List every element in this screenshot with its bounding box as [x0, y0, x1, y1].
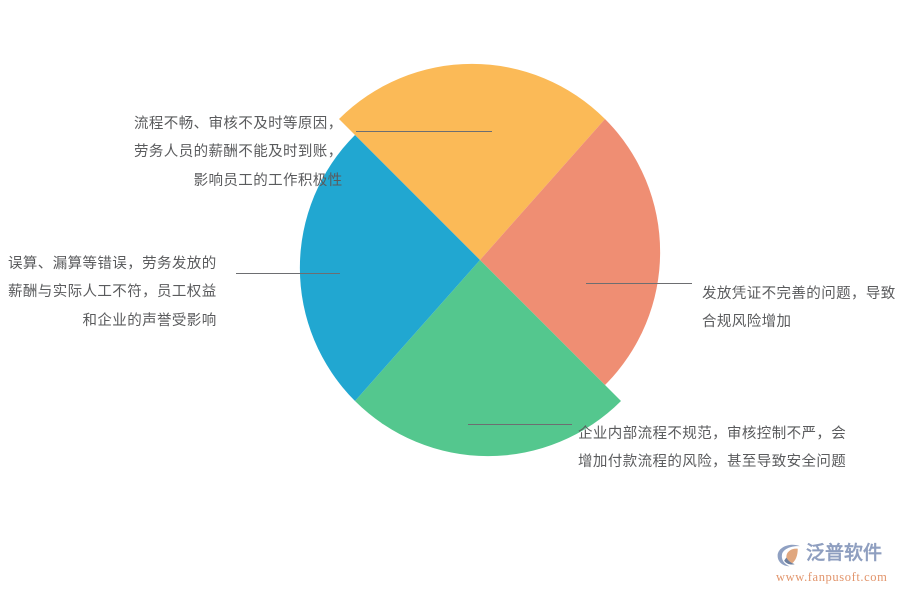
callout-bottom-right: 企业内部流程不规范，审核控制不严，会 增加付款流程的风险，甚至导致安全问题 — [578, 420, 846, 477]
callout-mid-right-line-2: 合规风险增加 — [702, 314, 792, 331]
fanpu-swoosh-icon — [777, 544, 800, 566]
callout-mid-left-line-1: 误算、漏算等错误，劳务发放的 — [8, 256, 217, 272]
pinwheel-blade-orange — [339, 63, 605, 260]
logo-url: www.fanpusoft.com — [776, 569, 888, 584]
callout-top-left-line-2: 劳务人员的薪酬不能及时到账， — [134, 144, 343, 161]
leader-line-bottom-right — [468, 424, 572, 425]
callout-mid-right-line-1: 发放凭证不完善的问题，导致 — [702, 286, 896, 302]
leader-line-mid-right — [586, 283, 692, 284]
callout-top-left-line-1: 流程不畅、审核不及时等原因， — [134, 116, 343, 132]
callout-mid-left-line-3: 和企业的声誉受影响 — [82, 312, 217, 329]
callout-mid-left: 误算、漏算等错误，劳务发放的 薪酬与实际人工不符，员工权益 和企业的声誉受影响 — [8, 250, 217, 335]
company-logo[interactable]: 泛普软件 www.fanpusoft.com — [775, 537, 893, 587]
callout-mid-left-line-2: 薪酬与实际人工不符，员工权益 — [8, 284, 217, 301]
leader-line-top-left — [356, 131, 492, 132]
callout-mid-right: 发放凭证不完善的问题，导致 合规风险增加 — [702, 280, 896, 337]
callout-bottom-right-line-1: 企业内部流程不规范，审核控制不严，会 — [578, 426, 847, 442]
leader-line-mid-left — [236, 273, 340, 274]
logo-wordmark: 泛普软件 — [806, 542, 883, 564]
logo-row: 泛普软件 — [775, 540, 893, 568]
callout-top-left: 流程不畅、审核不及时等原因， 劳务人员的薪酬不能及时到账， 影响员工的工作积极性 — [134, 110, 343, 195]
callout-top-left-line-3: 影响员工的工作积极性 — [193, 172, 343, 189]
pinwheel-blade-salmon — [480, 119, 661, 385]
callout-bottom-right-line-2: 增加付款流程的风险，甚至导致安全问题 — [578, 454, 847, 471]
